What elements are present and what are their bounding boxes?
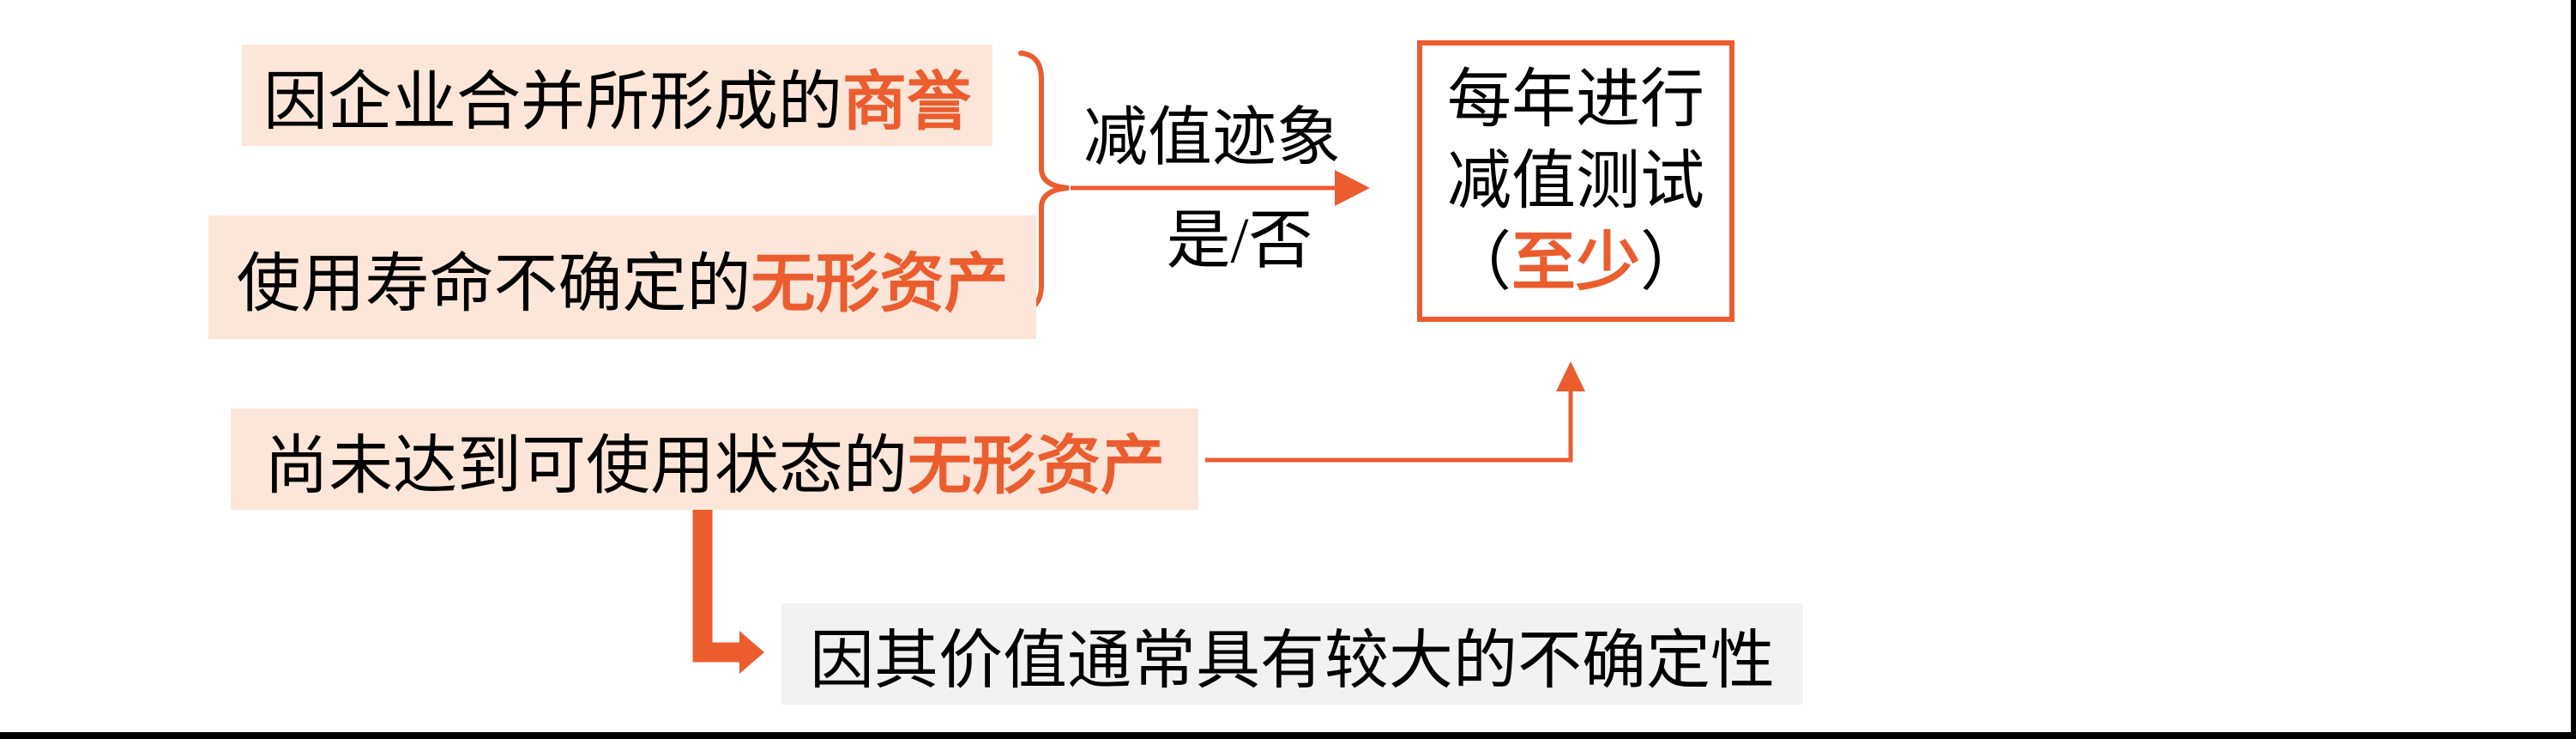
up-arrow-head-icon — [1556, 361, 1585, 391]
goodwill-text: 因企业合并所形成的 — [262, 66, 842, 138]
curly-brace-icon — [1018, 51, 1070, 313]
indefinite-intangible-text: 使用寿命不确定的 — [236, 248, 751, 320]
impairment-indicator-label: 减值迹象 — [1083, 102, 1342, 174]
indefinite-intangible-highlight: 无形资产 — [751, 248, 1009, 320]
annual-test-line2: 减值测试 — [1446, 145, 1704, 217]
goodwill-highlight: 商誉 — [842, 66, 972, 138]
bottom-border-line — [0, 732, 2576, 739]
thick-elbow-arrow-shaft — [692, 510, 739, 663]
annual-test-paren-open: （ — [1446, 227, 1511, 299]
goodwill-box: 因企业合并所形成的商誉 — [242, 45, 992, 146]
annual-test-box: 每年进行 减值测试 （至少） — [1417, 40, 1734, 322]
thick-elbow-arrow-head-icon — [739, 631, 764, 674]
flow-arrow-head-icon — [1335, 170, 1370, 206]
not-ready-intangible-highlight: 无形资产 — [908, 430, 1166, 502]
annual-test-highlight: 至少 — [1511, 227, 1640, 299]
uncertainty-note-box: 因其价值通常具有较大的不确定性 — [781, 603, 1803, 705]
uncertainty-note-text: 因其价值通常具有较大的不确定性 — [809, 625, 1775, 697]
annual-test-line3: （至少） — [1447, 222, 1704, 304]
up-connector-line — [1205, 388, 1573, 463]
annual-test-paren-close: ） — [1640, 227, 1705, 299]
right-border-line — [2571, 0, 2576, 739]
indefinite-intangible-box: 使用寿命不确定的无形资产 — [208, 215, 1036, 339]
annual-test-line1: 每年进行 — [1446, 64, 1704, 136]
yes-no-label: 是/否 — [1166, 205, 1313, 277]
not-ready-intangible-text: 尚未达到可使用状态的 — [263, 430, 908, 502]
not-ready-intangible-box: 尚未达到可使用状态的无形资产 — [231, 409, 1198, 510]
